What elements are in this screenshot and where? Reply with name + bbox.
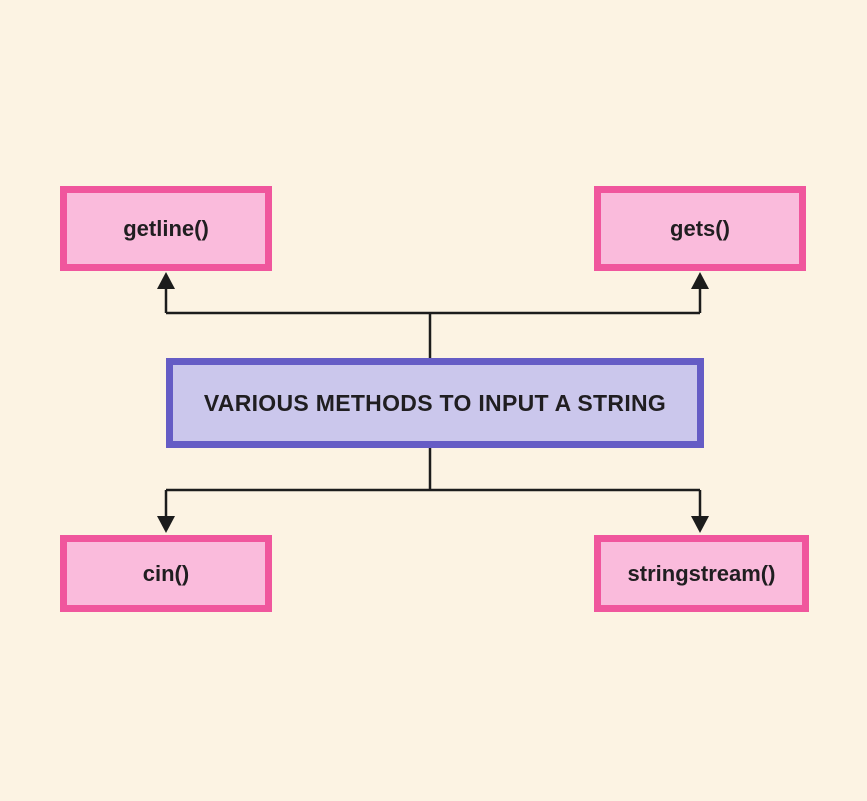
node-getline: getline() bbox=[60, 186, 272, 271]
arrowhead-down-right-icon bbox=[691, 516, 709, 533]
node-center-title: VARIOUS METHODS TO INPUT A STRING bbox=[166, 358, 704, 448]
arrowhead-down-left-icon bbox=[157, 516, 175, 533]
node-cin-label: cin() bbox=[142, 560, 190, 586]
node-cin: cin() bbox=[60, 535, 272, 612]
arrowhead-up-right-icon bbox=[691, 272, 709, 289]
node-gets: gets() bbox=[594, 186, 806, 271]
node-getline-label: getline() bbox=[123, 215, 209, 241]
arrowhead-up-left-icon bbox=[157, 272, 175, 289]
node-gets-label: gets() bbox=[670, 215, 730, 241]
center-title-label: VARIOUS METHODS TO INPUT A STRING bbox=[203, 389, 667, 416]
node-stringstream-label: stringstream() bbox=[627, 560, 776, 586]
node-stringstream: stringstream() bbox=[594, 535, 809, 612]
